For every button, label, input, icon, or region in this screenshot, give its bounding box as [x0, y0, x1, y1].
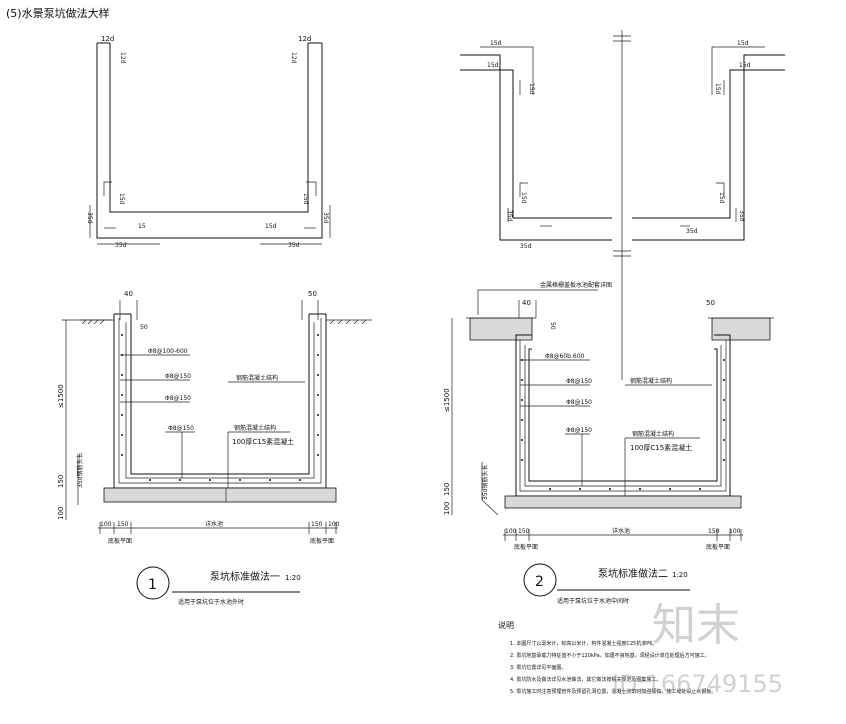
- top-note: 金属格栅盖板水池配套详图: [540, 281, 612, 289]
- watermark-brand: 知末: [652, 600, 740, 651]
- bottom-dim: 100: [100, 521, 112, 528]
- scale-label: 1:20: [672, 571, 688, 579]
- section-2: 金属格栅盖板水池配套详图 ≤1500 150 100 35d钢筋头长 40: [443, 281, 774, 605]
- dim-label: 12d: [290, 52, 297, 64]
- dim-top-left: 40: [522, 299, 531, 307]
- bottom-dim: 150: [708, 528, 720, 535]
- rc-note: 钢筋混凝土结构: [236, 374, 278, 382]
- dim-top-left: 40: [124, 290, 133, 298]
- bottom-dim: 100: [505, 528, 517, 535]
- dim-label: 15d: [718, 192, 725, 204]
- notes-block: 说明 1. 本图尺寸以毫米计，标高以米计，构件混凝土强度C25抗渗P6。 2. …: [498, 620, 716, 695]
- bottom-dim: 100: [328, 521, 340, 528]
- rc-note-2: 钢筋混凝土结构: [234, 424, 276, 432]
- notes-heading: 说明: [498, 620, 514, 630]
- bottom-label: 底板平面: [310, 537, 334, 545]
- dim-150: 150: [57, 475, 65, 488]
- dim-50: 50: [140, 324, 148, 331]
- dim-label: 35d: [115, 242, 127, 249]
- section-title: 泵坑标准做法二: [598, 567, 668, 580]
- note-line: 5. 泵坑施工时注意预埋管件及预留孔洞位置，混凝土浇筑时加强振捣，施工缝处设止水…: [510, 688, 716, 695]
- dim-label: 35d: [520, 243, 532, 250]
- note-line: 1. 本图尺寸以毫米计，标高以米计，构件混凝土强度C25抗渗P6。: [510, 640, 657, 647]
- dim-50: 50: [549, 322, 556, 330]
- dim-label: 12d: [101, 35, 114, 43]
- page-title: (5)水景泵坑做法大样: [6, 6, 110, 20]
- bar-label: Φ8@150: [165, 395, 191, 402]
- dim-label: 35d: [738, 210, 745, 222]
- height-dim: ≤1500: [443, 388, 451, 412]
- bar-label: Φ8@150: [566, 378, 592, 385]
- bottom-dim: 100: [729, 528, 741, 535]
- bottom-dim: 150: [117, 521, 129, 528]
- dim-label: 35d: [322, 212, 329, 224]
- dim-label: 15d: [520, 192, 527, 204]
- height-dim: ≤1500: [57, 384, 65, 408]
- dim-label: 35d: [86, 212, 93, 224]
- bar-label: Φ8@150: [168, 425, 194, 432]
- dim-label: 15d: [487, 62, 499, 69]
- dim-100: 100: [443, 502, 451, 515]
- dim-150: 150: [443, 483, 451, 496]
- bottom-dim: 150: [311, 521, 323, 528]
- bar-label: Φ8@150: [566, 427, 592, 434]
- section-title: 泵坑标准做法一: [210, 570, 280, 583]
- bar-label: Φ8@60b.600: [545, 353, 585, 360]
- water-note: 35d钢筋头长: [481, 465, 489, 500]
- rebar-diagram-2: 15d 15d 15d 15d 15d 15d 15d 15d 35d 35d …: [460, 30, 785, 380]
- bottom-dim: 详水池: [205, 520, 223, 528]
- circle-number: 1: [148, 577, 157, 593]
- dim-100: 100: [57, 507, 65, 520]
- dim-label: 15d: [265, 223, 277, 230]
- dim-label: 35d: [288, 242, 300, 249]
- dim-label: 15d: [739, 62, 751, 69]
- dim-label: 12d: [298, 35, 311, 43]
- cushion-note: 100厚C15素混凝土: [232, 437, 294, 446]
- circle-number: 2: [535, 574, 544, 590]
- dim-label: 15d: [490, 40, 502, 47]
- dim-label: 15d: [118, 193, 125, 205]
- section-subtitle: 适用于泵坑位于水池中间时: [557, 597, 629, 605]
- bar-label: Φ8@150: [566, 399, 592, 406]
- rc-note-2: 钢筋混凝土结构: [632, 430, 674, 438]
- section-subtitle: 适用于泵坑位于水池外时: [178, 598, 244, 606]
- bottom-label: 底板平面: [514, 543, 538, 551]
- bottom-dim: 详水池: [612, 527, 630, 535]
- dim-top-right: 50: [706, 299, 715, 307]
- bar-label: Φ8@100-600: [148, 348, 188, 355]
- rc-note: 钢筋混凝土结构: [630, 377, 672, 385]
- dim-label: 15d: [302, 193, 309, 205]
- water-note: 35d钢筋头长: [76, 453, 84, 488]
- watermark-id: ID:166749155: [612, 670, 783, 698]
- watermark: 知末 ID:166749155: [612, 600, 783, 698]
- dim-label: 15d: [714, 83, 721, 95]
- bar-label: Φ8@150: [165, 373, 191, 380]
- note-line: 3. 泵坑位置详见平面图。: [510, 664, 566, 671]
- bottom-label: 底板平面: [706, 543, 730, 551]
- dim-label: 15d: [737, 40, 749, 47]
- note-line: 2. 泵坑地基承载力特征值不小于120kPa，如遇不良地基，须经设计单位处理后方…: [510, 652, 710, 659]
- cushion-note: 100厚C15素混凝土: [630, 443, 692, 452]
- scale-label: 1:20: [285, 574, 301, 582]
- dim-label: 15d: [528, 83, 535, 95]
- dim-label: 15: [138, 223, 146, 230]
- dim-label: 35d: [506, 210, 513, 222]
- dim-top-right: 50: [308, 290, 317, 298]
- rebar-diagram-1: 12d 12d 12d 12d 15d 15d 15 15d 35d 35d 3…: [86, 35, 331, 249]
- section-1: ≤1500 150 100 35d钢筋头长 40 50 50 Φ8@100-60…: [57, 290, 372, 606]
- bottom-label: 底板平面: [108, 537, 132, 545]
- dim-label: 35d: [686, 228, 698, 235]
- dim-label: 12d: [119, 52, 126, 64]
- bottom-dim: 150: [518, 528, 530, 535]
- note-line: 4. 泵坑防水及做法详见水池做法，其它做法按相关规范及图集施工。: [510, 676, 661, 683]
